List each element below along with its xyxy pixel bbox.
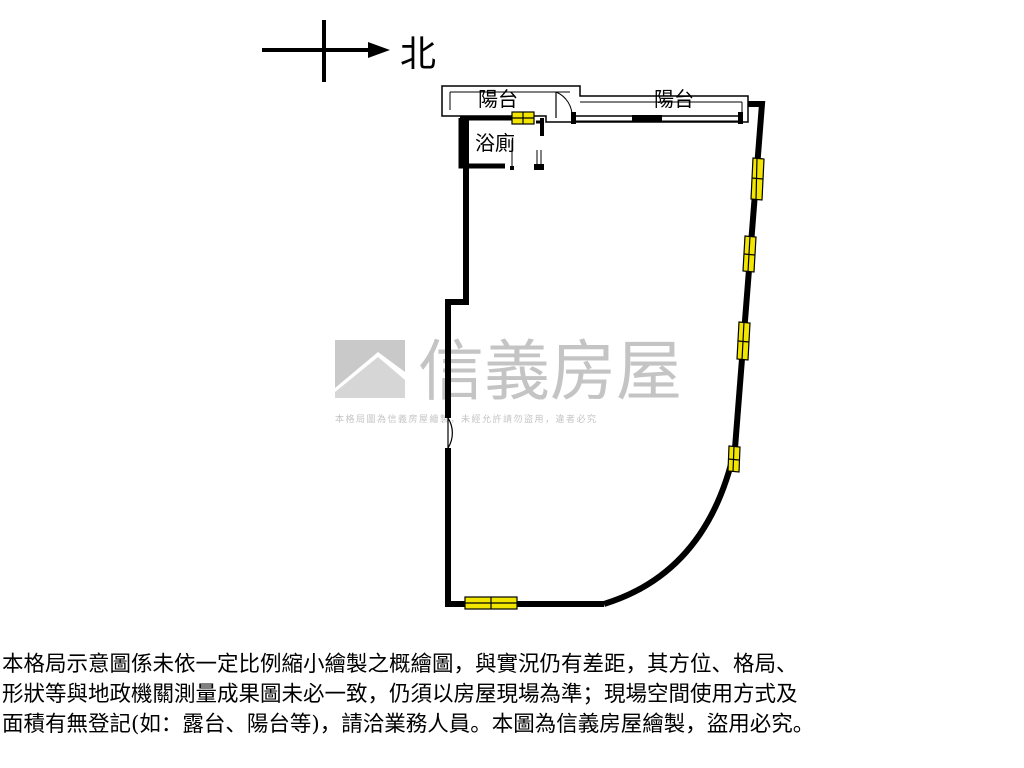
balcony-left-label: 陽台 xyxy=(478,87,518,111)
balcony-door xyxy=(555,91,573,119)
north-arrow: 北 xyxy=(262,20,436,82)
window-east-4 xyxy=(727,445,741,473)
disclaimer-line-3: 面積有無登記(如：露台、陽台等)，請洽業務人員。本圖為信義房屋繪製，盜用必究。 xyxy=(2,712,815,737)
disclaimer-line-2: 形狀等與地政機關測量成果圖未必一致，仍須以房屋現場為準；現場空間使用方式及 xyxy=(2,682,798,707)
north-label: 北 xyxy=(400,34,436,75)
brand-logo-icon xyxy=(335,340,405,398)
windows xyxy=(464,111,765,610)
sliding-door xyxy=(571,112,743,124)
watermark: 信義房屋 本格局圖為信義房屋繪製，未經允許請勿盜用，違者必究 xyxy=(335,333,682,425)
watermark-brand: 信義房屋 xyxy=(418,333,682,410)
bathroom-door xyxy=(510,140,544,170)
window-balcony xyxy=(511,111,535,125)
entry-door xyxy=(447,417,453,449)
window-east-2 xyxy=(742,235,757,273)
balcony-right-label: 陽台 xyxy=(654,87,694,111)
bathroom-label: 浴廁 xyxy=(475,131,515,155)
bathroom-walls xyxy=(458,115,544,169)
disclaimer: 本格局示意圖係未依一定比例縮小繪製之概繪圖，與實況仍有差距，其方位、格局、 形狀… xyxy=(2,650,1022,740)
watermark-note: 本格局圖為信義房屋繪製，未經允許請勿盜用，違者必究 xyxy=(335,413,598,425)
window-east-1 xyxy=(750,157,765,201)
window-south xyxy=(464,596,518,610)
disclaimer-line-1: 本格局示意圖係未依一定比例縮小繪製之概繪圖，與實況仍有差距，其方位、格局、 xyxy=(2,652,798,677)
floor-plan: 北 信義房屋 本格局圖為信義房屋繪製，未經允許請勿盜用，違者必究 xyxy=(262,20,766,610)
window-east-3 xyxy=(736,321,751,361)
